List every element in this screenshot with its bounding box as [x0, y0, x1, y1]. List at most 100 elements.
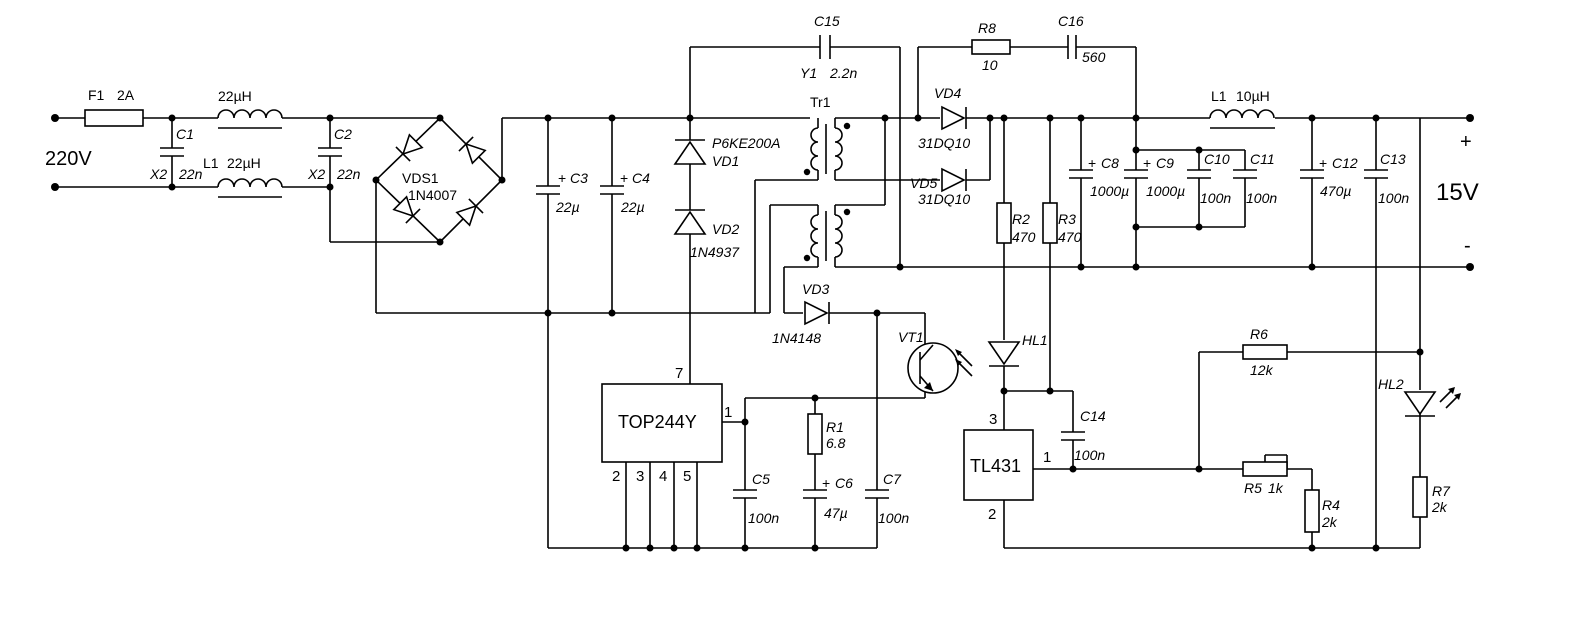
- optocoupler-vt1: VT1: [898, 329, 973, 394]
- c15-name: C15: [814, 13, 840, 29]
- fuse-value: 2A: [117, 87, 135, 103]
- capacitor-c7: C7 100n: [865, 471, 909, 526]
- diode-vd2: VD2 1N4937: [673, 209, 740, 260]
- c9-value: 1000µ: [1146, 183, 1185, 199]
- r2-name: R2: [1012, 211, 1030, 227]
- r3-name: R3: [1058, 211, 1076, 227]
- capacitor-c12: + C12 470µ: [1300, 155, 1358, 199]
- r4-value: 2k: [1321, 514, 1338, 530]
- l1-out-name: L1: [1211, 88, 1227, 104]
- c11-name: C11: [1250, 151, 1275, 167]
- c8-value: 1000µ: [1090, 183, 1129, 199]
- resistor-r5: R5 1k: [1242, 455, 1288, 496]
- r1-name: R1: [826, 419, 844, 435]
- vt1-name: VT1: [898, 329, 924, 345]
- wires: [55, 46, 1470, 549]
- c14-value: 100n: [1074, 447, 1105, 463]
- c8-plus: +: [1088, 155, 1096, 171]
- r3-value: 470: [1058, 229, 1082, 245]
- choke-input-top: 22µH: [217, 88, 283, 129]
- fuse-name: F1: [88, 87, 105, 103]
- r5-name: R5: [1244, 480, 1262, 496]
- tl431-pin3: 3: [989, 411, 997, 428]
- c5-value: 100n: [748, 510, 779, 526]
- capacitor-c9: + C9 1000µ: [1124, 155, 1185, 199]
- c2-class: X2: [307, 166, 325, 182]
- c4-name: C4: [632, 170, 650, 186]
- vd2-value: 1N4937: [690, 244, 740, 260]
- c12-name: C12: [1332, 155, 1358, 171]
- fuse-f1: F1 2A: [84, 87, 144, 127]
- capacitor-c11: C11 100n: [1233, 151, 1277, 206]
- c13-name: C13: [1380, 151, 1406, 167]
- r7-value: 2k: [1431, 499, 1448, 515]
- bridge-value: 1N4007: [408, 187, 457, 203]
- top244-pin3: 3: [636, 468, 644, 485]
- vd5-value: 31DQ10: [918, 191, 970, 207]
- choke-input-bottom: L1 22µH: [203, 155, 283, 198]
- capacitor-c13: C13 100n: [1364, 151, 1409, 206]
- capacitor-c4: + C4 22µ: [600, 170, 650, 215]
- resistor-r4: R4 2k: [1304, 489, 1340, 533]
- output-plus: +: [1460, 131, 1472, 153]
- choke-bottom-name: L1: [203, 155, 219, 171]
- tl431-pin2: 2: [988, 506, 996, 523]
- c6-plus: +: [822, 475, 830, 491]
- led-hl2: HL2: [1378, 376, 1461, 417]
- c3-plus: +: [558, 170, 566, 186]
- choke-output-l1: L1 10µH: [1209, 88, 1275, 129]
- r2-value: 470: [1012, 229, 1036, 245]
- c13-value: 100n: [1378, 190, 1409, 206]
- c4-value: 22µ: [620, 199, 645, 215]
- resistor-r1: R1 6.8: [807, 413, 846, 455]
- c10-name: C10: [1204, 151, 1230, 167]
- resistor-r7: R7 2k: [1412, 476, 1451, 518]
- choke-top-value: 22µH: [218, 88, 252, 104]
- choke-bottom-value: 22µH: [227, 155, 261, 171]
- l1-out-value: 10µH: [1236, 88, 1270, 104]
- c10-value: 100n: [1200, 190, 1231, 206]
- resistor-r2: R2 470: [996, 202, 1036, 245]
- hl2-name: HL2: [1378, 376, 1404, 392]
- resistor-r6: R6 12k: [1242, 326, 1288, 378]
- c6-value: 47µ: [824, 505, 848, 521]
- c7-name: C7: [883, 471, 902, 487]
- ic-tl431: TL431 3 1 2: [963, 411, 1051, 523]
- vd1-value: P6KE200A: [712, 135, 781, 151]
- r6-value: 12k: [1250, 362, 1274, 378]
- tl431-name: TL431: [970, 456, 1021, 476]
- c2-value: 22n: [336, 166, 361, 182]
- r8-value: 10: [982, 57, 998, 73]
- c12-value: 470µ: [1320, 183, 1351, 199]
- capacitor-c1: C1 X2 22n: [149, 126, 203, 182]
- top244-pin1: 1: [724, 404, 732, 421]
- top244-name: TOP244Y: [618, 412, 697, 432]
- output-voltage-label: 15V: [1436, 179, 1479, 206]
- c11-value: 100n: [1246, 190, 1277, 206]
- bridge-name: VDS1: [402, 170, 439, 186]
- c16-name: C16: [1058, 13, 1084, 29]
- vd3-name: VD3: [802, 281, 829, 297]
- top244-pin4: 4: [659, 468, 667, 485]
- vd4-name: VD4: [934, 85, 961, 101]
- c15-class: Y1: [800, 65, 817, 81]
- c9-name: C9: [1156, 155, 1174, 171]
- top244-pin7: 7: [675, 365, 683, 382]
- c6-name: C6: [835, 475, 853, 491]
- c14-name: C14: [1080, 408, 1106, 424]
- c1-value: 22n: [178, 166, 203, 182]
- vd3-value: 1N4148: [772, 330, 821, 346]
- led-hl1: HL1: [987, 332, 1048, 367]
- resistor-r8: R8 10: [971, 20, 1011, 73]
- capacitor-c2: C2 X2 22n: [307, 126, 361, 182]
- input-voltage-label: 220V: [45, 148, 92, 170]
- c7-value: 100n: [878, 510, 909, 526]
- diode-vd5: VD5 31DQ10: [910, 167, 970, 207]
- c15-value: 2.2n: [829, 65, 857, 81]
- capacitor-c10: C10 100n: [1187, 151, 1231, 206]
- r5-value: 1k: [1268, 480, 1284, 496]
- tl431-pin1: 1: [1043, 449, 1051, 466]
- bridge-rectifier-vds1: VDS1 1N4007: [374, 116, 504, 244]
- vd1-name: VD1: [712, 153, 739, 169]
